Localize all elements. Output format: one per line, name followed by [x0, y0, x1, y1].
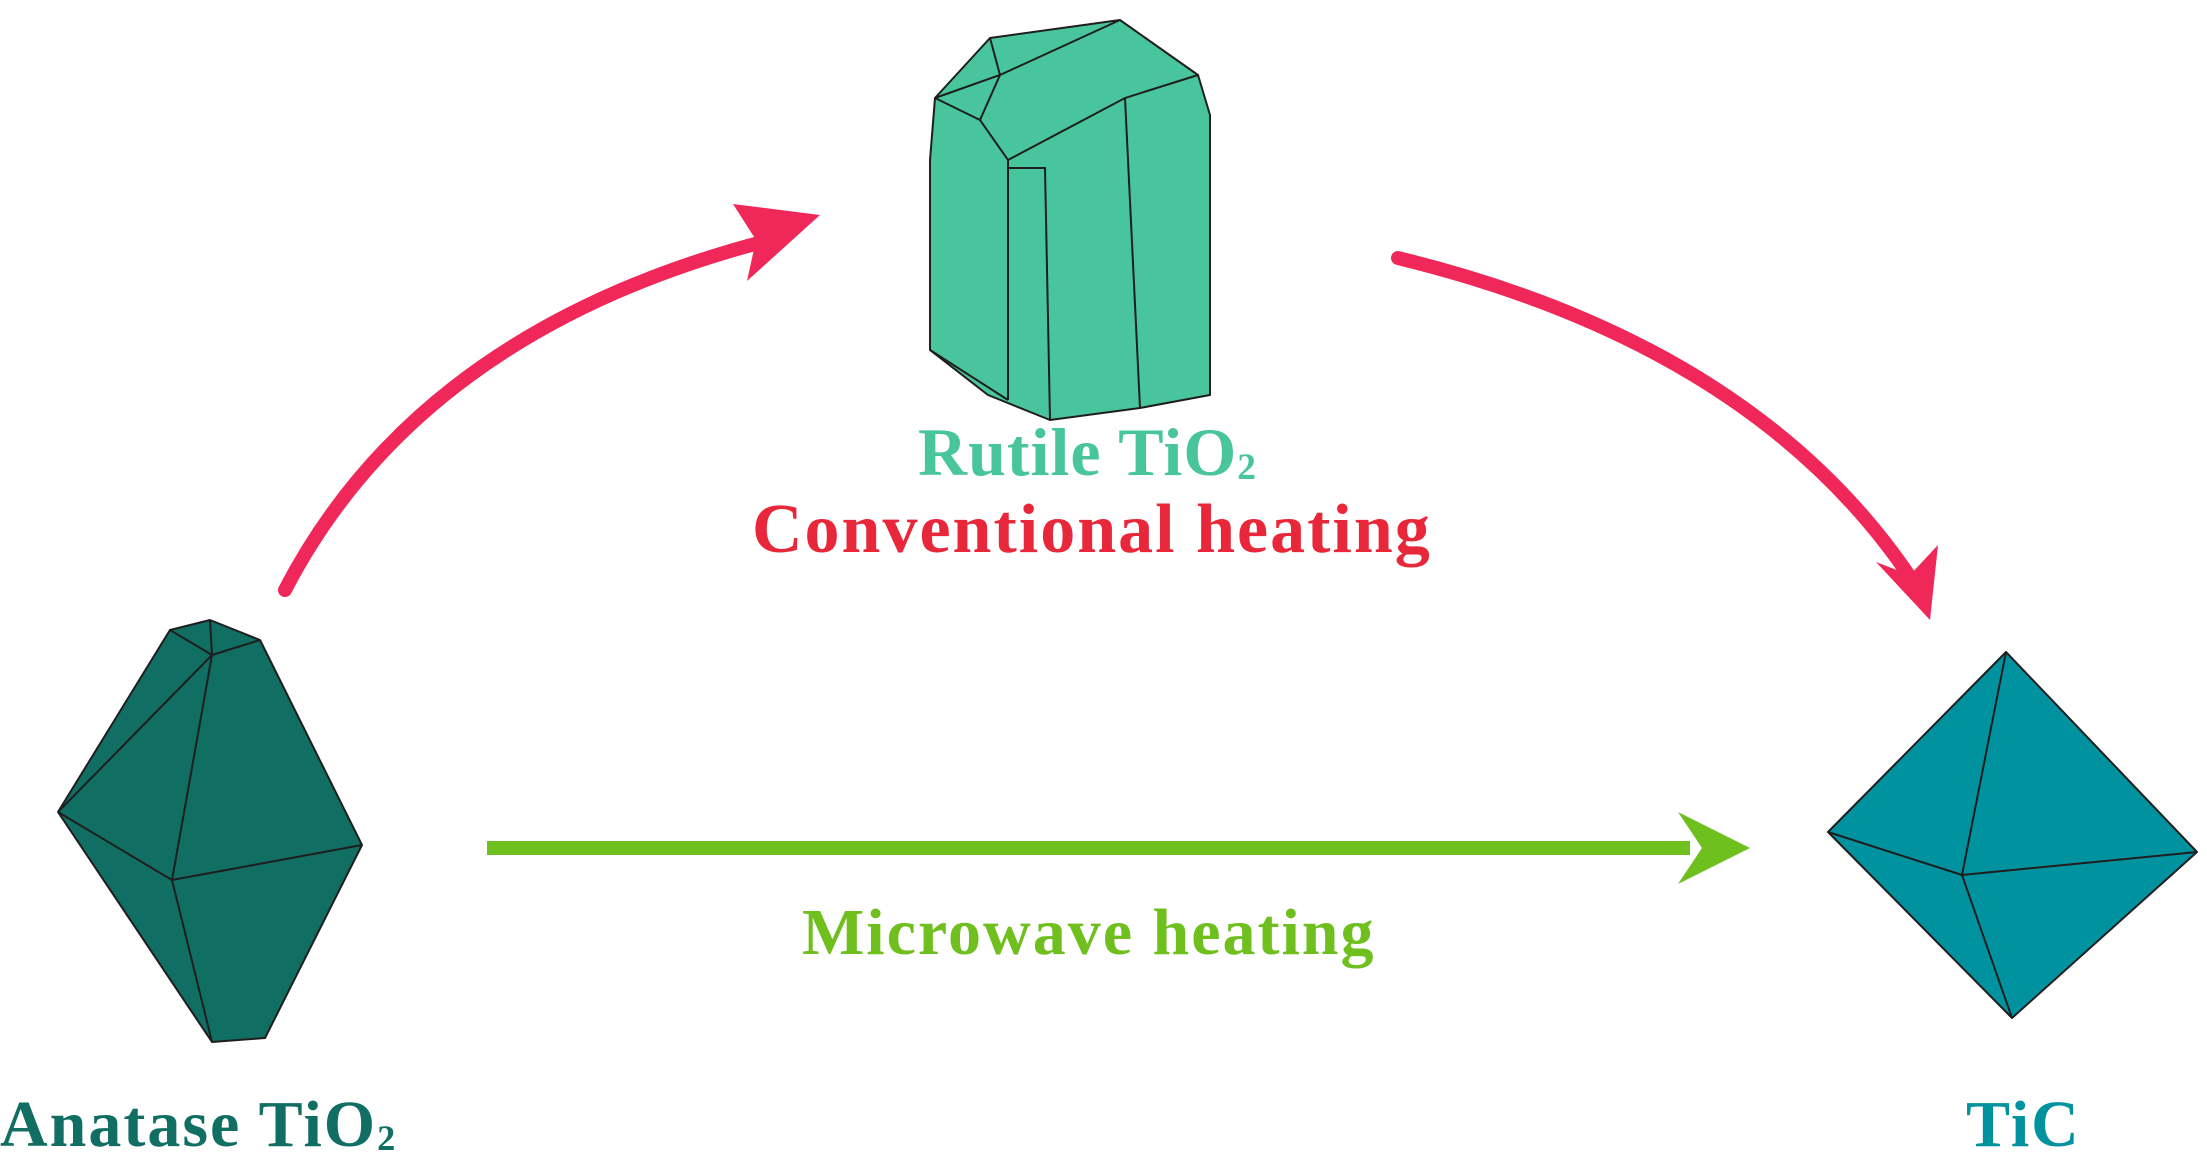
microwave-arrow [487, 812, 1750, 884]
rutile-label: Rutile TiO2 [918, 418, 1257, 489]
anatase-label-subscript: 2 [377, 1118, 398, 1159]
rutile-label-text: Rutile TiO [918, 414, 1238, 490]
conventional-heating-label: Conventional heating [752, 491, 1432, 568]
rutile-crystal [929, 19, 1211, 421]
anatase-label-text: Anatase TiO [0, 1088, 378, 1161]
microwave-heating-label: Microwave heating [802, 896, 1376, 969]
anatase-crystal [57, 619, 363, 1043]
anatase-label: Anatase TiO2 [0, 1092, 397, 1158]
rutile-label-subscript: 2 [1237, 447, 1257, 489]
tic-label: TiC [1966, 1088, 2081, 1161]
conventional-arrow-to-tic [1391, 251, 1938, 620]
tic-crystal [1827, 651, 2198, 1019]
conventional-arrow-to-rutile [278, 204, 820, 597]
